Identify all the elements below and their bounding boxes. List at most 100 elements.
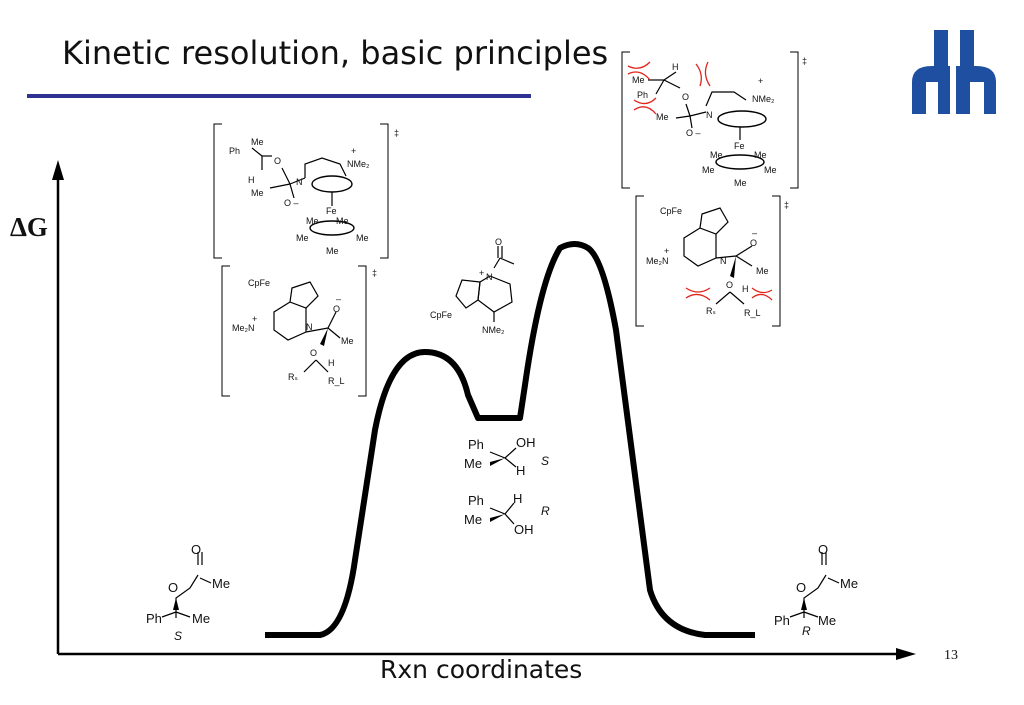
- ts1-bottom-rl: R_L: [328, 376, 345, 386]
- slide-title: Kinetic resolution, basic principles: [62, 34, 609, 72]
- alcohol-s-oh: OH: [516, 435, 536, 450]
- alcohol-r-me: Me: [464, 512, 482, 527]
- title-underline: [27, 94, 531, 98]
- ts1-bottom-cpfe: CpFe: [248, 278, 270, 288]
- ts2-top-dagger: ‡: [802, 56, 807, 66]
- alcohol-s-me: Me: [464, 456, 482, 471]
- energy-profile-curve: [265, 241, 755, 638]
- ts2-top-cp-me5: Me: [734, 178, 747, 188]
- ts2-top-nme2: NMe₂: [752, 94, 775, 104]
- ts2-top-me: Me: [632, 75, 645, 85]
- ts1-top-n: N: [296, 177, 303, 187]
- right-ester-ph: Ph: [774, 613, 790, 628]
- ts1-top-me2: Me: [251, 188, 264, 198]
- ts1-bottom-me: Me: [341, 336, 354, 346]
- ts1-top-cp-me2: Me: [336, 216, 349, 226]
- ts1-bottom-h: H: [328, 358, 335, 368]
- ts2-top-plus: +: [758, 76, 763, 86]
- ts2-top-o: O: [682, 92, 689, 102]
- ts2-bottom-plus: +: [664, 246, 669, 256]
- ts2-top-ph: Ph: [637, 90, 648, 100]
- ts2-bottom-cpfe: CpFe: [660, 206, 682, 216]
- ts2-steric-clash-marks: [627, 61, 711, 115]
- x-axis-arrowhead: [896, 648, 916, 660]
- ts1-top-ominus: O –: [284, 198, 299, 208]
- alcohol-r-h: H: [513, 491, 522, 506]
- alcohol-r-config: R: [541, 504, 550, 518]
- left-ester-carbonyl-o: O: [191, 542, 201, 557]
- left-ester-structure: O O Me Ph Me S: [146, 542, 230, 643]
- ts1-bottom-me2n: Me₂N: [232, 323, 255, 333]
- ts2-top-cp-me4: Me: [764, 165, 777, 175]
- acyl-nme2: NMe₂: [482, 325, 505, 335]
- ts1-bottom-rs: Rₛ: [288, 372, 298, 382]
- right-ester-acyl-me: Me: [840, 576, 858, 591]
- acyl-carbonyl-o: O: [495, 237, 502, 247]
- ts1-top-ph: Ph: [229, 146, 240, 156]
- acyl-plus: +: [479, 268, 484, 278]
- ts1-top-structure: ‡ Ph Me O H Me N O – + NMe₂ Fe Me Me Me …: [213, 123, 399, 259]
- ts2-bottom-o: O: [726, 280, 733, 290]
- ts1-top-me1: Me: [251, 137, 264, 147]
- ts1-top-o: O: [274, 156, 281, 166]
- ts2-bottom-clash-marks: [685, 287, 773, 301]
- ts2-bottom-dagger: ‡: [784, 200, 789, 210]
- ts1-top-dagger: ‡: [394, 128, 399, 138]
- acyl-n: N: [486, 272, 493, 282]
- ts2-top-fe: Fe: [734, 141, 745, 151]
- left-ester-o: O: [168, 580, 178, 595]
- left-ester-acyl-me: Me: [212, 576, 230, 591]
- ts2-bottom-ominus: O: [750, 238, 757, 248]
- ts1-top-h: H: [248, 175, 255, 185]
- alcohol-r-structure: Ph Me H OH R: [464, 491, 550, 537]
- ts1-bottom-dagger: ‡: [372, 268, 377, 278]
- ts1-bottom-plus: +: [252, 314, 257, 324]
- ts1-top-cp-me4: Me: [356, 233, 369, 243]
- right-ester-config: R: [802, 624, 811, 638]
- ts2-bottom-structure: ‡ CpFe + Me₂N N O – Me O H Rₛ R_L: [635, 195, 789, 327]
- ts2-top-structure: ‡ Me H O Ph N Me O – + NMe₂ Fe Me Me Me …: [621, 51, 807, 189]
- ts2-top-n: N: [706, 110, 713, 120]
- ts2-bottom-me: Me: [756, 266, 769, 276]
- ts1-top-fe: Fe: [326, 206, 337, 216]
- ts2-bottom-h: H: [742, 284, 749, 294]
- ts2-top-ominus: O –: [686, 128, 701, 138]
- alcohol-s-structure: Ph Me OH H S: [464, 435, 549, 478]
- ts1-bottom-ominus: O: [333, 304, 340, 314]
- alcohol-r-ph: Ph: [468, 493, 484, 508]
- ts2-bottom-me2n: Me₂N: [646, 256, 669, 266]
- ts2-top-cp-me1: Me: [710, 150, 723, 160]
- left-ester-ph: Ph: [146, 611, 162, 626]
- right-ester-structure: O O Me Ph Me R: [774, 542, 858, 638]
- ts1-top-cp-me1: Me: [306, 216, 319, 226]
- ts2-top-me2: Me: [656, 112, 669, 122]
- ts2-top-cp-me3: Me: [702, 165, 715, 175]
- university-logo: [912, 30, 996, 114]
- ts1-bottom-structure: ‡ CpFe + Me₂N N O – Me O H Rₛ R_L: [221, 265, 377, 397]
- y-axis-arrowhead: [52, 160, 64, 180]
- alcohol-s-ph: Ph: [468, 437, 484, 452]
- alcohol-r-oh: OH: [514, 522, 534, 537]
- right-ester-o: O: [796, 580, 806, 595]
- ts1-bottom-minus: –: [336, 294, 341, 304]
- ts1-top-plus: +: [351, 146, 356, 156]
- right-ester-me: Me: [818, 613, 836, 628]
- acyl-cpfe: CpFe: [430, 310, 452, 320]
- ts1-top-cp-me3: Me: [296, 233, 309, 243]
- ts2-top-cp-me2: Me: [754, 150, 767, 160]
- ts2-top-h: H: [672, 62, 679, 72]
- left-ester-config: S: [174, 629, 182, 643]
- ts1-top-cp-me5: Me: [326, 246, 339, 256]
- alcohol-s-config: S: [541, 454, 549, 468]
- y-axis-label: ΔG: [10, 212, 48, 242]
- ts1-bottom-o: O: [310, 348, 317, 358]
- alcohol-s-h: H: [516, 463, 525, 478]
- ts2-bottom-minus: –: [752, 228, 757, 238]
- ts1-bottom-n: N: [306, 322, 313, 332]
- ts2-bottom-rs: Rₛ: [706, 306, 716, 316]
- ts1-top-nme2: NMe₂: [347, 159, 370, 169]
- ts2-bottom-rl: R_L: [744, 308, 761, 318]
- x-axis-label: Rxn coordinates: [380, 655, 583, 684]
